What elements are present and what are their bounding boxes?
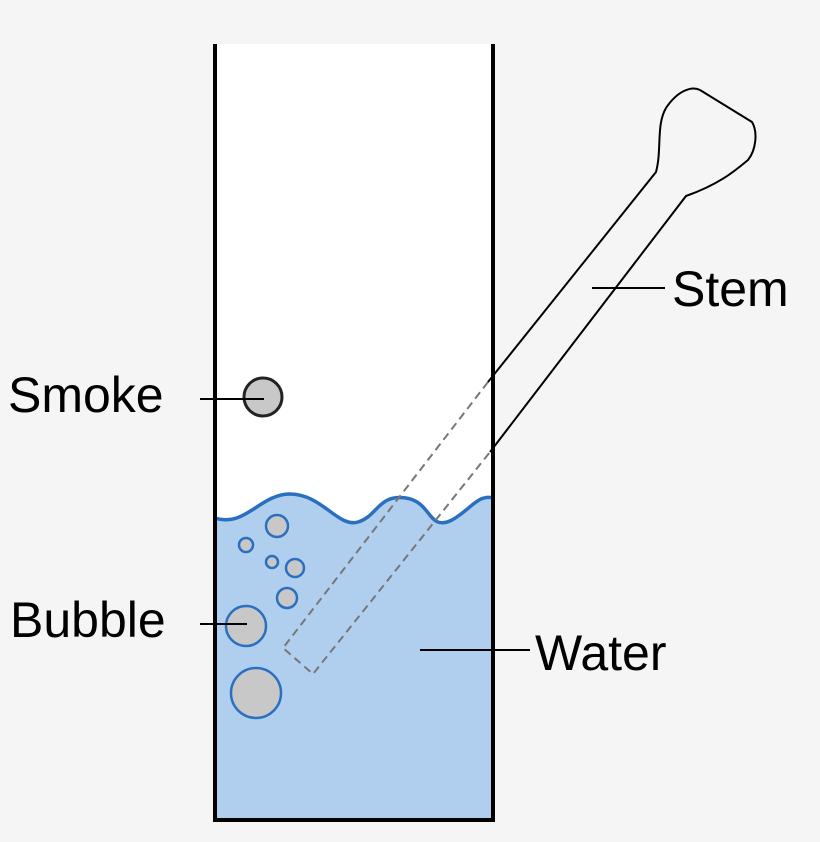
smoke-particle — [242, 376, 284, 418]
bubble — [264, 513, 290, 539]
stem-hidden-outline — [281, 381, 491, 676]
vessel-walls — [213, 44, 495, 822]
bubble — [264, 554, 280, 570]
bubble — [224, 604, 268, 648]
bubble — [284, 557, 306, 579]
bubble-label: Bubble — [10, 592, 166, 648]
stem-label: Stem — [672, 261, 789, 317]
water-surface-line — [214, 492, 494, 525]
water-label: Water — [535, 625, 667, 681]
water-body — [215, 494, 493, 820]
stem-outline — [487, 87, 757, 453]
bubble — [275, 586, 299, 610]
bubble — [237, 536, 255, 554]
bubble — [229, 666, 283, 720]
smoke-label: Smoke — [8, 367, 164, 423]
